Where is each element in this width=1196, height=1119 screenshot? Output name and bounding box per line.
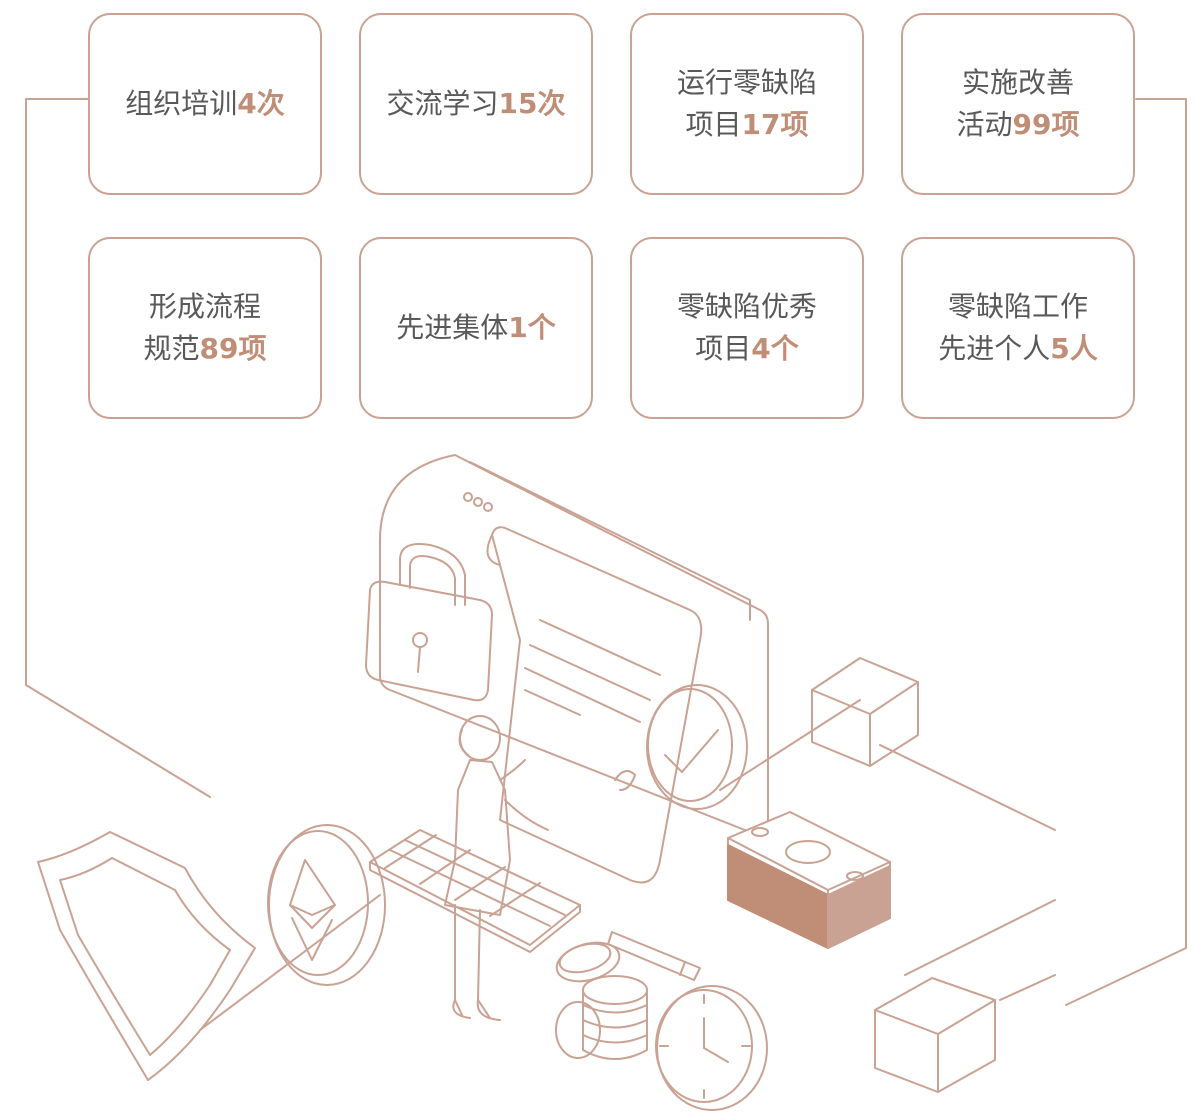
stat-card-training: 组织培训4次 <box>88 13 322 195</box>
card-line: 先进集体1个 <box>396 311 556 344</box>
mouse-icon <box>555 941 621 983</box>
stat-card-advanced-individuals: 零缺陷工作 先进个人5人 <box>901 237 1135 419</box>
coin-stack-icon <box>555 975 648 1060</box>
stat-card-advanced-group: 先进集体1个 <box>359 237 593 419</box>
stat-card-zero-defect-projects: 运行零缺陷 项目17项 <box>630 13 864 195</box>
card-line: 先进个人5人 <box>938 332 1098 365</box>
pen-icon <box>607 931 701 981</box>
card-line: 活动99项 <box>956 108 1080 141</box>
lock-icon <box>365 543 493 702</box>
shield-icon <box>37 831 256 1081</box>
cash-stack-icon <box>727 811 891 949</box>
stat-card-exchange: 交流学习15次 <box>359 13 593 195</box>
document-icon <box>486 526 703 884</box>
ethereum-coin-icon <box>267 824 386 986</box>
monitor-icon <box>379 454 769 839</box>
card-line: 组织培训4次 <box>125 87 285 120</box>
card-line: 交流学习15次 <box>386 87 566 120</box>
cube-icon <box>874 977 996 1093</box>
card-line: 规范89项 <box>143 332 267 365</box>
keyboard-icon <box>369 829 581 953</box>
card-line: 形成流程 <box>148 290 261 323</box>
clock-icon <box>655 985 768 1111</box>
card-line: 实施改善 <box>961 66 1074 99</box>
stat-card-improvement: 实施改善 活动99项 <box>901 13 1135 195</box>
card-line: 零缺陷优秀 <box>676 290 817 323</box>
cube-icon <box>811 657 919 767</box>
card-line: 项目4个 <box>695 332 799 365</box>
stat-card-process-standards: 形成流程 规范89项 <box>88 237 322 419</box>
card-line: 运行零缺陷 <box>676 66 817 99</box>
card-line: 项目17项 <box>685 108 809 141</box>
card-line: 零缺陷工作 <box>947 290 1088 323</box>
connector-lines <box>25 98 1187 1031</box>
woman-figure <box>444 715 549 1021</box>
check-badge-icon <box>646 684 748 810</box>
stat-card-excellent-projects: 零缺陷优秀 项目4个 <box>630 237 864 419</box>
